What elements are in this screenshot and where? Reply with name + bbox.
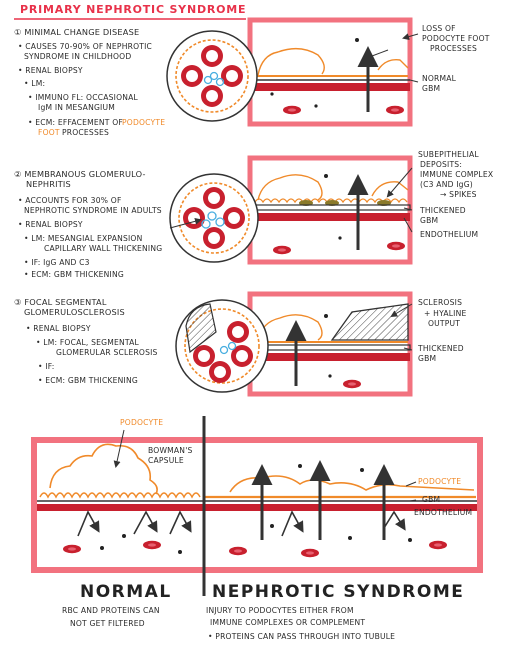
bottom-label-podocyte-top: PODOCYTE <box>120 418 164 427</box>
mgn-lm-l2: CAPILLARY WALL THICKENING <box>44 244 163 253</box>
mgn-label-sub-l1: SUBEPITHELIAL <box>418 150 479 159</box>
normal-desc-l2: NOT GET FILTERED <box>70 619 145 628</box>
mcd-ecm: • ECM: EFFACEMENT OF <box>28 118 123 127</box>
glomerulus-1 <box>166 30 258 122</box>
mcd-heading: ① MINIMAL CHANGE DISEASE <box>14 27 140 37</box>
nephrotic-heading: NEPHROTIC SYNDROME <box>212 582 465 602</box>
mgn-bullet-l2: NEPHROTIC SYNDROME IN ADULTS <box>24 206 162 215</box>
mgn-label-sub-l3: IMMUNE COMPLEX <box>420 170 494 179</box>
mcd-if-l1: • IMMUNO FL: OCCASIONAL <box>28 93 138 102</box>
mcd-label-loss-l1: LOSS OF <box>422 24 456 33</box>
panel-fsgs-strip <box>247 291 413 397</box>
fsgs-label-thick-l1: THICKENED <box>418 344 464 353</box>
mgn-heading-l1: ② MEMBRANOUS GLOMERULO- <box>14 169 146 179</box>
bottom-label-gbm: GBM <box>422 495 441 504</box>
mgn-ecm: • ECM: GBM THICKENING <box>24 270 124 279</box>
fsgs-label-scl-l3: OUTPUT <box>428 319 461 328</box>
fsgs-biopsy: • RENAL BIOPSY <box>26 324 91 333</box>
mgn-lm-l1: • LM: MESANGIAL EXPANSION <box>24 234 143 243</box>
mgn-label-thick-l2: GBM <box>420 216 439 225</box>
fsgs-heading-l2: GLOMERULOSCLEROSIS <box>24 307 125 317</box>
mcd-label-loss-l3: PROCESSES <box>430 44 477 53</box>
page-title: PRIMARY NEPHROTIC SYNDROME <box>20 3 247 16</box>
fsgs-if: • IF: <box>38 362 55 371</box>
fsgs-ecm: • ECM: GBM THICKENING <box>38 376 138 385</box>
nephrotic-desc-l2: IMMUNE COMPLEXES OR COMPLEMENT <box>210 618 366 627</box>
glomerulus-3 <box>175 299 269 393</box>
mgn-label-sub-l2: DEPOSITS: <box>420 160 463 169</box>
bottom-label-bowman-l1: BOWMAN'S <box>148 446 193 455</box>
glomerulus-2 <box>169 173 259 263</box>
normal-desc-l1: RBC AND PROTEINS CAN <box>62 606 160 615</box>
mgn-label-sub-l4: (C3 AND IgG) <box>420 180 473 189</box>
mcd-biopsy: • RENAL BIOPSY <box>18 66 83 75</box>
mcd-lm: • LM: <box>24 79 46 88</box>
mgn-label-thick-l1: THICKENED <box>420 206 466 215</box>
mcd-ecm-podocyte: PODOCYTE <box>122 118 166 127</box>
mcd-if-l2: IgM IN MESANGIUM <box>38 103 115 112</box>
mcd-label-normal-l1: NORMAL <box>422 74 457 83</box>
mgn-biopsy: • RENAL BIOPSY <box>18 220 83 229</box>
fsgs-label-scl-l2: + HYALINE <box>424 309 467 318</box>
fsgs-label-thick-l2: GBM <box>418 354 437 363</box>
mgn-label-sub-l5: → SPIKES <box>440 190 477 199</box>
fsgs-label-scl-l1: SCLEROSIS <box>418 298 463 307</box>
fsgs-lm-l2: GLOMERULAR SCLEROSIS <box>56 348 158 357</box>
mgn-bullet-l1: • ACCOUNTS FOR 30% OF <box>18 196 122 205</box>
mcd-ecm-foot: FOOT <box>38 128 60 137</box>
panel-minimal-change-strip <box>247 17 413 127</box>
panel-membranous-strip <box>247 155 413 265</box>
normal-heading: NORMAL <box>80 582 172 602</box>
fsgs-heading-l1: ③ FOCAL SEGMENTAL <box>14 297 107 307</box>
mcd-bullet-l1: • CAUSES 70-90% OF NEPHROTIC <box>18 42 153 51</box>
mcd-ecm-processes: PROCESSES <box>62 128 109 137</box>
nephrotic-desc-l3: • PROTEINS CAN PASS THROUGH INTO TUBULE <box>208 632 396 641</box>
mgn-if: • IF: IgG AND C3 <box>24 258 90 267</box>
bottom-label-podocyte-right: PODOCYTE <box>418 477 462 486</box>
mcd-label-normal-l2: GBM <box>422 84 441 93</box>
mgn-heading-l2: NEPHRITIS <box>26 179 71 189</box>
nephrotic-desc-l1: INJURY TO PODOCYTES EITHER FROM <box>206 606 354 615</box>
mcd-bullet-l2: SYNDROME IN CHILDHOOD <box>24 52 132 61</box>
fsgs-lm-l1: • LM: FOCAL, SEGMENTAL <box>36 338 139 347</box>
bottom-label-endo: ENDOTHELIUM <box>414 508 473 517</box>
bottom-comparison-strip <box>31 416 483 596</box>
mcd-label-loss-l2: PODOCYTE FOOT <box>422 34 490 43</box>
mgn-label-endo: ENDOTHELIUM <box>420 230 479 239</box>
bottom-label-bowman-l2: CAPSULE <box>148 456 184 465</box>
